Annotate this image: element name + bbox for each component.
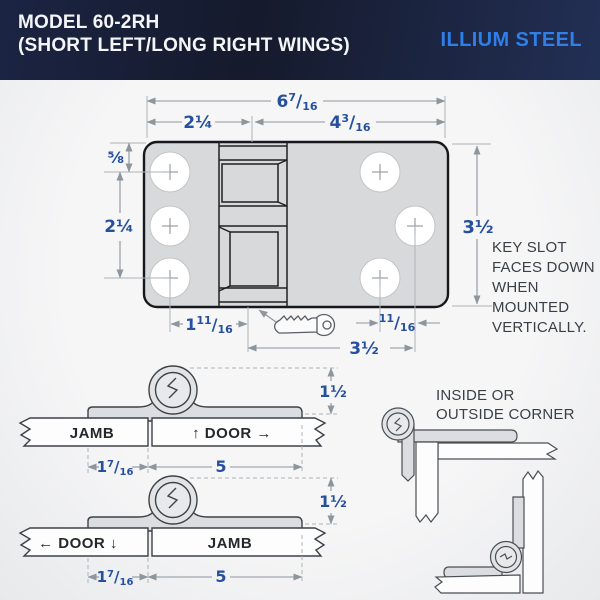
pin-squiggle (499, 553, 513, 560)
corner-note: INSIDE OR OUTSIDE CORNER (436, 387, 575, 423)
corner-bar-horizontal (434, 574, 521, 594)
door-bar (18, 527, 149, 557)
pin-squiggle (166, 487, 179, 509)
door-label: ← DOOR ↓ (38, 535, 118, 552)
pin-squiggle (166, 377, 179, 399)
jamb-label: JAMB (208, 535, 253, 552)
key-icon (273, 313, 336, 337)
dim-short-wing: 17/16 (97, 568, 134, 588)
dim-edge-to-hole: ⅝ (107, 148, 124, 167)
corner-bar-vertical (415, 441, 439, 524)
jamb-bar (18, 417, 149, 447)
dim-hole-offset: 11/16 (379, 312, 416, 334)
corner-bar-horizontal (437, 442, 559, 460)
door-bar (151, 417, 327, 447)
hinge-plate-top-view (142, 140, 450, 309)
jamb-label: JAMB (70, 425, 115, 442)
dim-hole-span: 2¼ (104, 217, 133, 237)
jamb-bar (151, 527, 327, 557)
header-bar: MODEL 60-2RH (SHORT LEFT/LONG RIGHT WING… (0, 0, 600, 80)
corner-strap-vertical (512, 496, 525, 549)
corner-strap-horizontal (397, 429, 518, 443)
dim-short-wing: 17/16 (97, 458, 134, 478)
dim-width-right: 43/16 (329, 112, 370, 134)
pin-squiggle (393, 417, 403, 432)
dim-long-wing: 5 (215, 567, 226, 586)
door-label: ↑ DOOR → (192, 425, 272, 442)
key-slot-note: KEY SLOT FACES DOWN WHEN MOUNTED VERTICA… (492, 239, 595, 336)
model-title-line2: (SHORT LEFT/LONG RIGHT WINGS) (18, 35, 350, 56)
dim-wing-height: 1½ (319, 492, 347, 511)
side-view-top: JAMB ↑ DOOR → 1½ 17/16 5 (18, 365, 347, 478)
model-title-line1: MODEL 60-2RH (18, 12, 160, 33)
key-arrow (258, 309, 277, 323)
dim-long-wing: 5 (215, 457, 226, 476)
corner-view-inside (434, 469, 544, 594)
knuckle-inner (154, 371, 192, 409)
brand-name: ILLIUM STEEL (440, 29, 582, 51)
dim-wing-height: 1½ (319, 382, 347, 401)
model-title: MODEL 60-2RH (SHORT LEFT/LONG RIGHT WING… (18, 11, 350, 57)
dim-slot-to-hole: 3½ (349, 339, 378, 359)
corner-bar-vertical (522, 469, 544, 594)
dim-width-left: 2¼ (183, 113, 212, 133)
dim-hole-to-slot: 111/16 (185, 314, 233, 336)
top-view-dimensions: 67/16 2¼ 43/16 ⅝ 2¼ 3½ 111/16 11/16 3½ (104, 91, 494, 359)
corner-view-outside (381, 407, 559, 524)
dim-width-total: 67/16 (276, 91, 317, 113)
knuckle-detail (218, 142, 288, 307)
dim-height: 3½ (462, 217, 493, 238)
knuckle-inner (154, 481, 192, 519)
side-view-bottom: ← DOOR ↓ JAMB 1½ 17/16 5 (18, 475, 347, 588)
technical-drawing: 67/16 2¼ 43/16 ⅝ 2¼ 3½ 111/16 11/16 3½ (18, 91, 559, 594)
